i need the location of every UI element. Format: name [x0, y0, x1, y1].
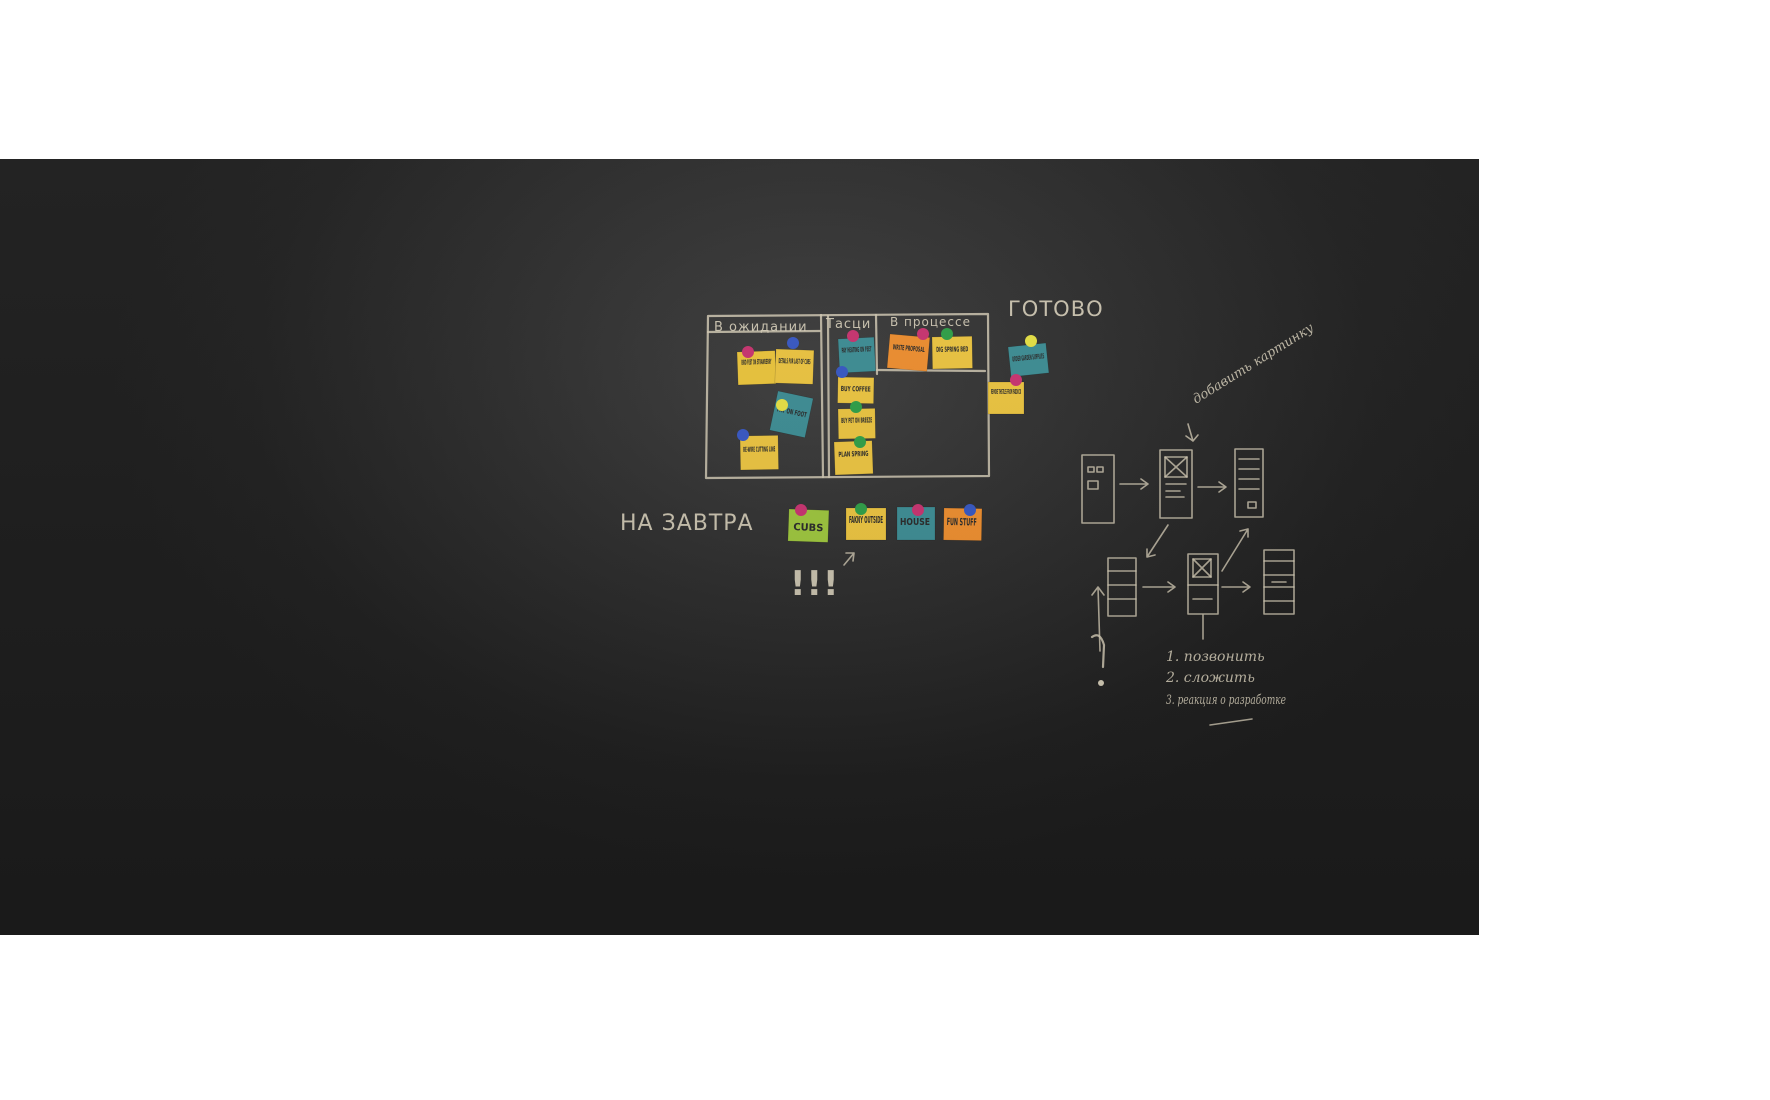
chalk-drawing: В ожидании Тасци В процессе ГОТОВО BIRD … — [620, 297, 1317, 726]
kanban-frame — [704, 312, 991, 480]
column-header-done: ГОТОВО — [1008, 297, 1104, 321]
pin-icon — [855, 503, 867, 515]
svg-text:3. реакция о разработке: 3. реакция о разработке — [1166, 693, 1286, 708]
arrow-icon — [843, 552, 855, 566]
pin-icon — [941, 328, 953, 340]
svg-text:BIRD FEET ON STRAWBERRY: BIRD FEET ON STRAWBERRY — [741, 358, 772, 367]
svg-text:PAY HEATING ON FEET: PAY HEATING ON FEET — [841, 345, 871, 355]
pin-icon — [776, 399, 788, 411]
sticky-note: DETAILS FOR LAST OF CUBS — [774, 348, 815, 385]
sticky-note: PAY ON FOOT — [769, 390, 814, 438]
sticky-note: REMOVE THISTLES FROM PADDOCK — [987, 381, 1025, 415]
svg-text:CUBS: CUBS — [793, 522, 823, 534]
pin-icon — [850, 401, 862, 413]
svg-text:WRITE PROPOSAL: WRITE PROPOSAL — [893, 343, 926, 354]
sticky-note: FAKNY OUTSIDE — [845, 507, 887, 541]
sticky-note: BUY COFFEE — [837, 376, 875, 404]
sticky-note: ORDER GARDEN SUPPLIES — [1007, 342, 1050, 378]
pin-icon — [964, 504, 976, 516]
svg-text:DETAILS FOR LAST OF CUBS: DETAILS FOR LAST OF CUBS — [778, 357, 810, 366]
sticky-note: BIRD FEET ON STRAWBERRY — [736, 350, 777, 386]
svg-text:BUY COFFEE: BUY COFFEE — [841, 385, 871, 394]
pin-icon — [917, 328, 929, 340]
pin-icon — [795, 504, 807, 516]
pin-icon — [854, 436, 866, 448]
tomorrow-label: НА ЗАВТРА — [620, 511, 754, 536]
sticky-note: WRITE PROPOSAL — [886, 333, 931, 372]
pin-icon — [742, 346, 754, 358]
sticky-note: FUN STUFF — [943, 507, 983, 541]
wireframe-sketch — [1081, 423, 1295, 686]
svg-text:ORDER GARDEN SUPPLIES: ORDER GARDEN SUPPLIES — [1012, 352, 1045, 363]
chalkboard: В ожидании Тасци В процессе ГОТОВО BIRD … — [0, 159, 1479, 935]
sketch-note: добавить картинку — [1190, 320, 1317, 407]
sticky-note: PLAN SPRING — [833, 440, 874, 476]
svg-text:DIG SPRING BED: DIG SPRING BED — [936, 345, 968, 354]
column-header-in-progress: В процессе — [890, 315, 971, 329]
svg-text:1. позвонить: 1. позвонить — [1166, 649, 1265, 665]
svg-text:PLAN SPRING: PLAN SPRING — [838, 450, 868, 459]
sticky-note: RE-WIRE CUTTING LINE — [739, 435, 779, 471]
svg-text:FUN STUFF: FUN STUFF — [947, 517, 977, 529]
svg-text:HOUSE: HOUSE — [900, 517, 930, 528]
pin-icon — [737, 429, 749, 441]
pin-icon — [1010, 374, 1022, 386]
column-header-tasks: Тасци — [825, 317, 871, 332]
sticky-note: CUBS — [787, 508, 830, 543]
pin-icon — [1025, 335, 1037, 347]
column-header-waiting: В ожидании — [714, 320, 808, 335]
svg-text:BUY PET ON BREEZE: BUY PET ON BREEZE — [841, 416, 872, 425]
exclamation-marks: !!! — [790, 564, 840, 604]
pin-icon — [847, 330, 859, 342]
pin-icon — [912, 504, 924, 516]
sticky-note: DIG SPRING BED — [931, 336, 973, 370]
pin-icon — [787, 337, 799, 349]
pin-icon — [836, 366, 848, 378]
sketch-list: 1. позвонить 2. сложить 3. реакция о раз… — [1165, 649, 1286, 726]
svg-text:2. сложить: 2. сложить — [1165, 670, 1255, 686]
svg-text:REMOVE THISTLES FROM PADDOCK: REMOVE THISTLES FROM PADDOCK — [991, 388, 1021, 396]
svg-text:RE-WIRE CUTTING LINE: RE-WIRE CUTTING LINE — [743, 445, 775, 454]
svg-text:FAKNY OUTSIDE: FAKNY OUTSIDE — [849, 515, 883, 526]
